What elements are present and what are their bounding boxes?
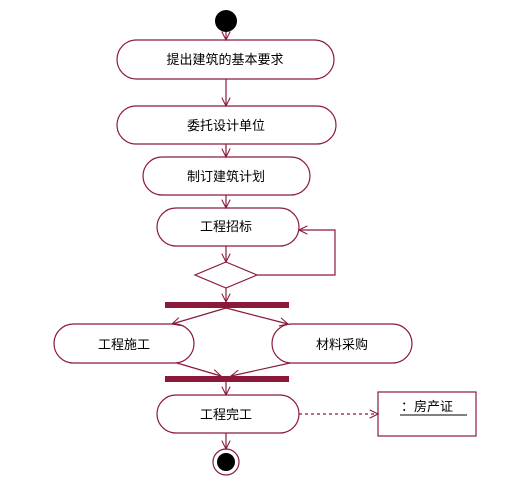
activity-commission-unit-label: 委托设计单位	[187, 119, 265, 134]
object-property-certificate[interactable]	[377, 391, 477, 437]
transition-decision-loop-back	[257, 230, 336, 276]
transition-procurement-to-join	[231, 362, 291, 376]
activity-construction[interactable]	[53, 323, 195, 364]
activity-completion-label: 工程完工	[200, 408, 252, 423]
activity-submit-requirements-label: 提出建筑的基本要求	[166, 52, 283, 68]
transition-fork-to-construction	[172, 307, 227, 324]
transition-fork-to-procurement	[225, 307, 288, 324]
object-property-certificate-label: ：房产证	[401, 399, 453, 415]
transition-construction-to-join	[176, 362, 221, 376]
fork-bar	[165, 302, 289, 308]
activity-procurement[interactable]	[271, 323, 413, 364]
decision-node	[193, 261, 259, 289]
join-bar	[165, 376, 289, 382]
activity-bidding-label: 工程招标	[200, 220, 252, 235]
final-node-core	[217, 453, 235, 471]
activity-procurement-label: 材料采购	[316, 337, 368, 353]
initial-node	[215, 10, 237, 32]
activity-construction-label: 工程施工	[98, 338, 150, 353]
activity-make-plan-label: 制订建筑计划	[187, 169, 265, 185]
